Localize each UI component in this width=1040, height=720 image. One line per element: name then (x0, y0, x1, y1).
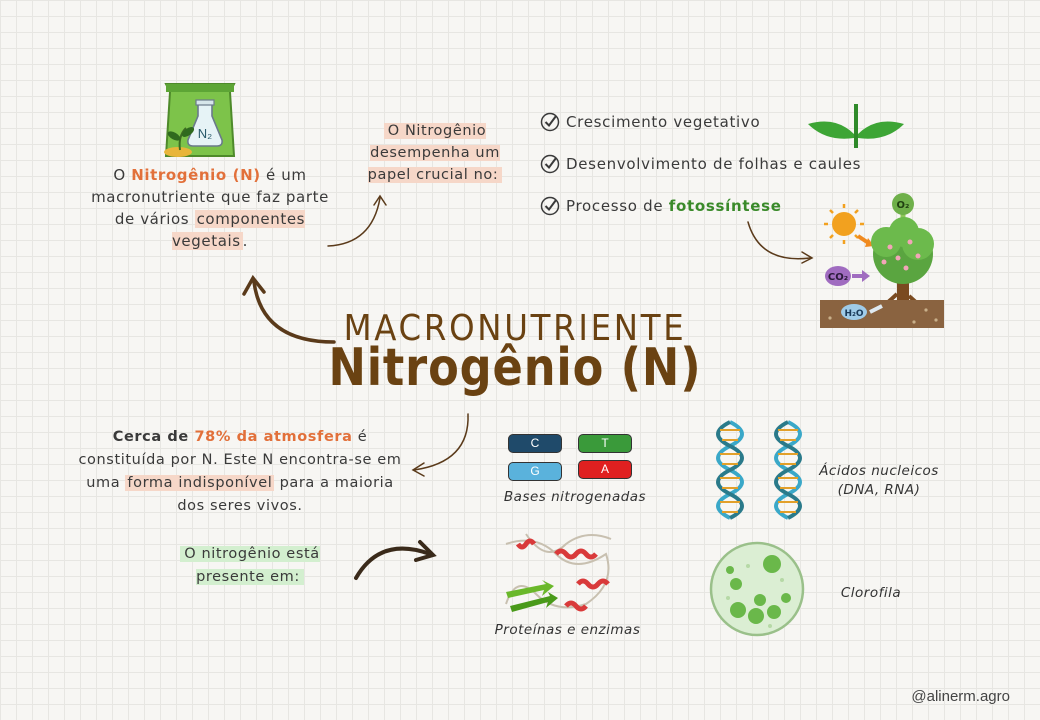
present-in-box: O nitrogênio está presente em: (160, 543, 340, 589)
fertilizer-bag-icon: N₂ (164, 83, 236, 157)
atmosphere-text: Cerca de 78% da atmosfera é constituída … (78, 429, 402, 514)
check-circle-icon (540, 112, 560, 132)
arrow-intro-to-role (327, 197, 381, 247)
caption-bases: Bases nitrogenadas (503, 489, 647, 505)
svg-text:CO₂: CO₂ (828, 272, 848, 283)
svg-text:H₂O: H₂O (844, 309, 863, 319)
base-a: A (578, 460, 632, 479)
caption-proteins: Proteínas e enzimas (494, 622, 641, 638)
role-item-photosynthesis: Processo de fotossíntese (540, 196, 782, 216)
o2-badge (892, 193, 914, 215)
base-c: C (508, 434, 562, 453)
role-item-leaves: Desenvolvimento de folhas e caules (540, 154, 861, 174)
protein-structure-icon (505, 533, 612, 612)
arrow-title-to-atmosphere (413, 413, 469, 471)
chlorophyll-cell-icon (709, 541, 805, 637)
h2o-badge (841, 304, 867, 320)
role-box-text: O Nitrogênio desempenha um papel crucial… (367, 123, 503, 183)
arrow-title-to-intro (252, 280, 336, 344)
base-t: T (578, 434, 632, 453)
base-g: G (508, 462, 562, 481)
role-item-growth: Crescimento vegetativo (540, 112, 760, 132)
role-box: O Nitrogênio desempenha um papel crucial… (350, 120, 520, 186)
unavailable-form-highlight: forma indisponível (125, 475, 275, 491)
check-circle-icon (540, 196, 560, 216)
check-circle-icon (540, 154, 560, 174)
author-handle: @alinerm.agro (911, 688, 1010, 705)
caption-nucleic-acids: Ácidos nucleicos (DNA, RNA) (819, 463, 939, 498)
arrow-present (354, 546, 432, 580)
arrow-photosynthesis (747, 221, 811, 260)
svg-text:O₂: O₂ (897, 200, 910, 211)
n2-label: N₂ (198, 126, 212, 141)
sprout-icon (808, 104, 904, 148)
sun-icon (824, 204, 864, 244)
dna-icon (716, 420, 802, 520)
caption-chlorophyll: Clorofila (840, 585, 902, 601)
page-title: Nitrogênio (N) (328, 338, 702, 398)
co2-badge (825, 266, 851, 286)
photosynthesis-highlight: fotossíntese (668, 197, 782, 215)
photosynthesis-illustration: O₂ CO₂ H₂O (820, 193, 944, 328)
subtitle: MACRONUTRIENTE (343, 308, 687, 349)
nitrogen-highlight: Nitrogênio (N) (131, 166, 261, 184)
atmosphere-pct-highlight: 78% da atmosfera (194, 429, 353, 445)
intro-text: O Nitrogênio (N) é um macronutriente que… (91, 166, 329, 250)
